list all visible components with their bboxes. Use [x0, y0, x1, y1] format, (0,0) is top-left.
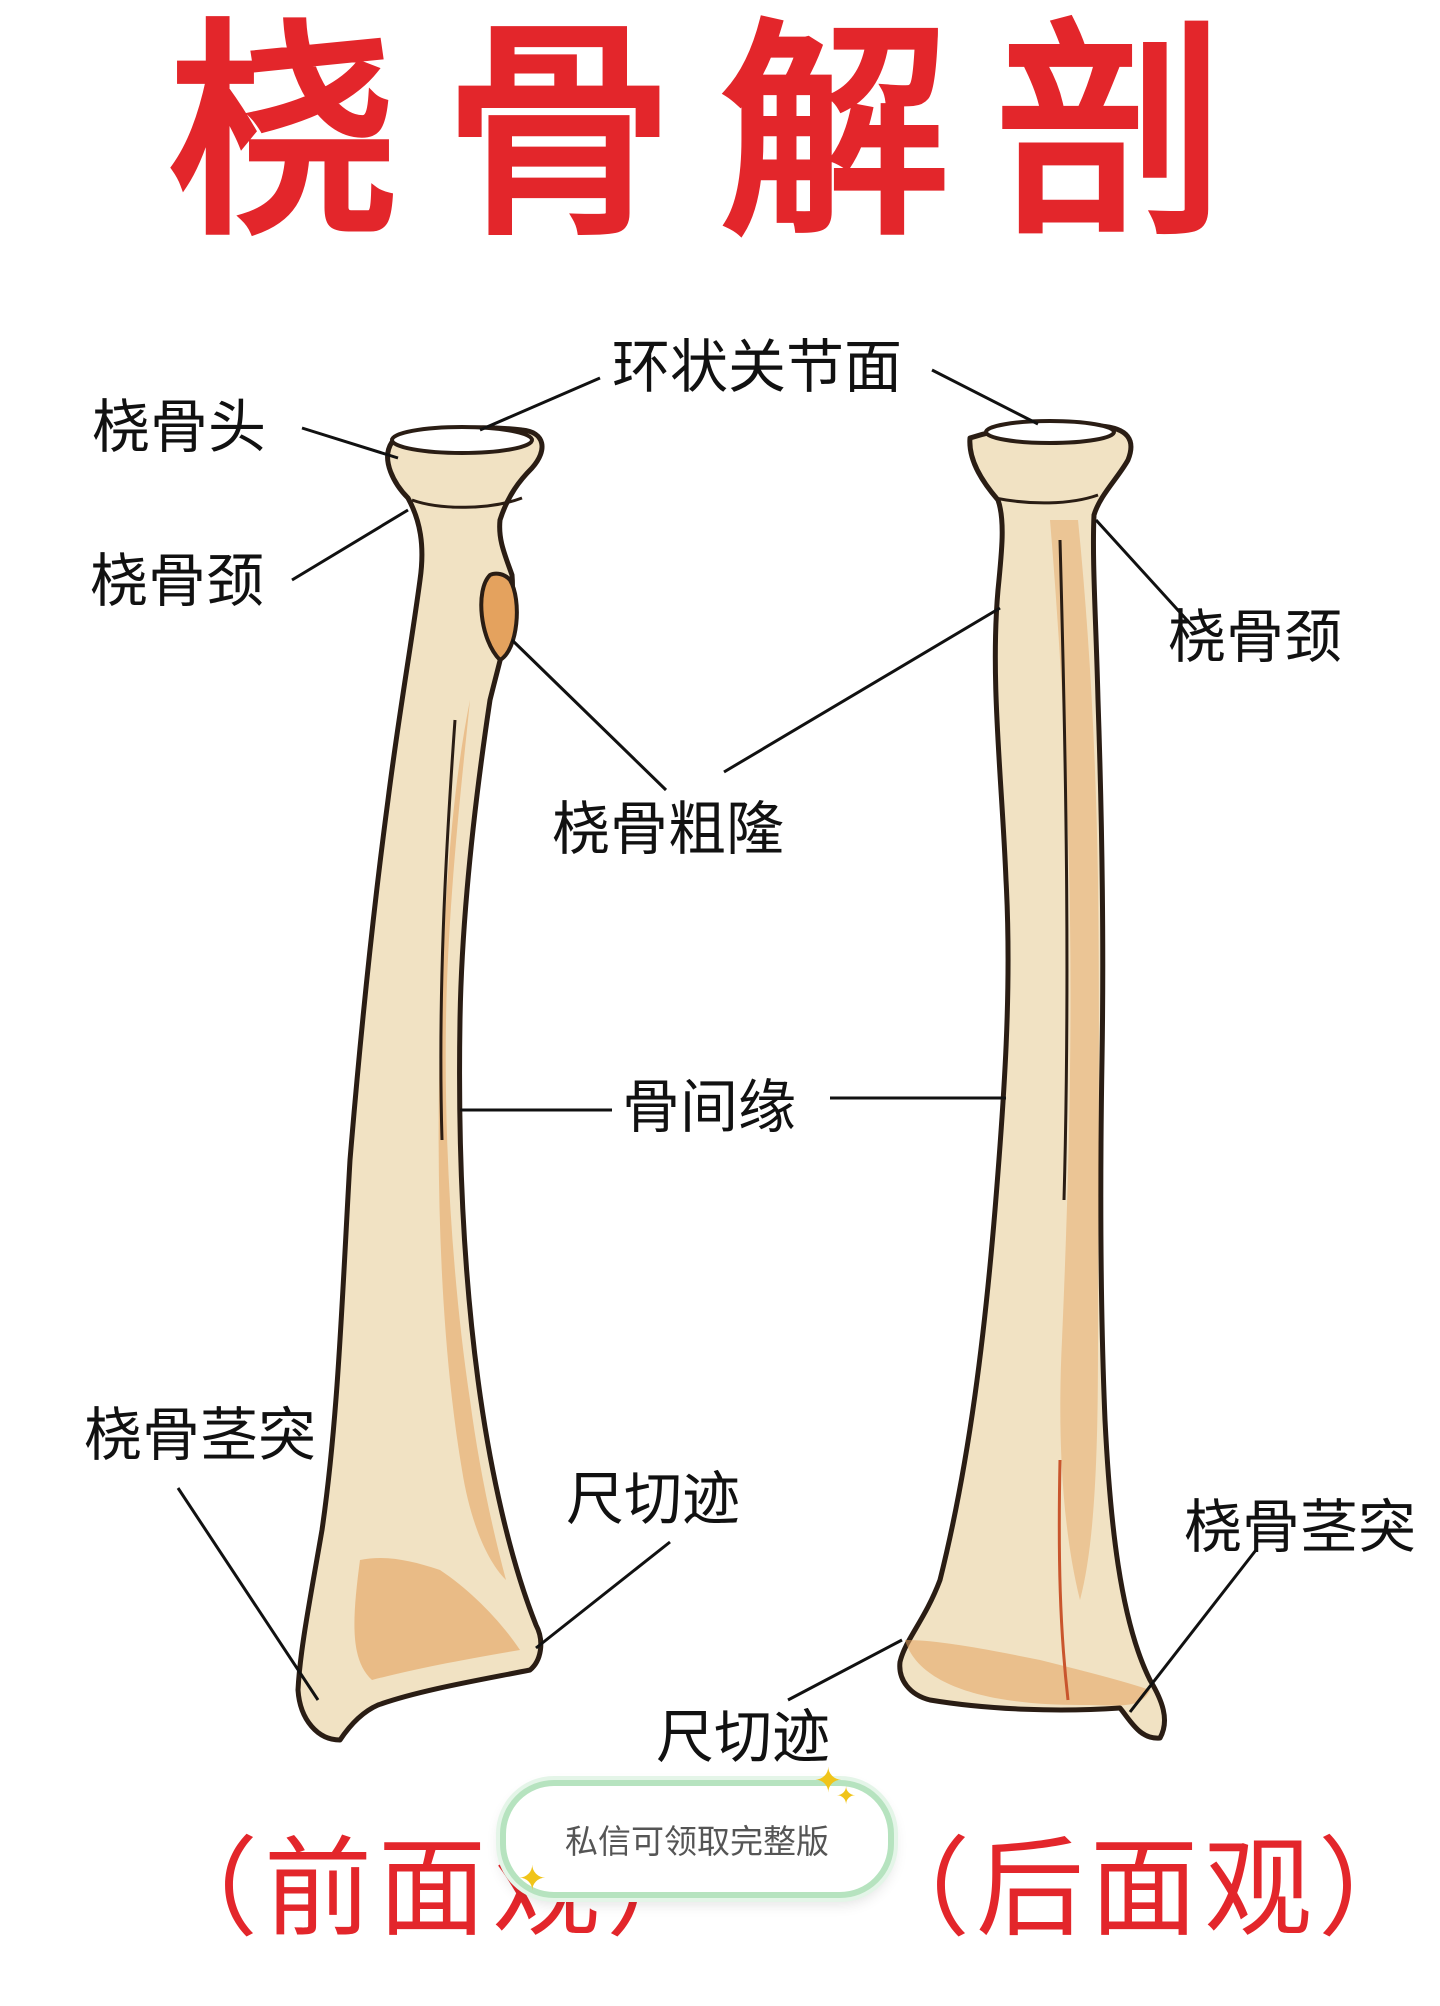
label-interosseous-border: 骨间缘: [622, 1073, 797, 1141]
radius-back-head-top: [984, 419, 1116, 445]
leader-lines: [176, 368, 1258, 1713]
label-ulnar-notch-left: 尺切迹: [566, 1465, 741, 1533]
radius-back-groove: [1057, 1459, 1070, 1701]
leader-notch-right: [787, 1638, 903, 1702]
sparkle-icon: ✦: [814, 1761, 843, 1801]
label-radial-neck-right: 桡骨颈: [1168, 603, 1343, 671]
label-ulnar-notch-right: 尺切迹: [656, 1703, 831, 1771]
radius-back-ridge: [1058, 539, 1069, 1201]
radius-tuberosity: [479, 571, 519, 663]
leader-annular-right: [931, 368, 1039, 426]
claim-full-version-button[interactable]: 私信可领取完整版: [500, 1780, 894, 1898]
label-styloid-left: 桡骨茎突: [84, 1401, 317, 1469]
radius-front-distal-shade: [354, 1558, 520, 1680]
radius-back-neck-line: [994, 493, 1099, 505]
leader-notch-left: [535, 1540, 671, 1650]
claim-full-version-text: 私信可领取完整版: [565, 1822, 829, 1861]
leader-tuberosity-left: [510, 638, 668, 792]
radius-front: [295, 425, 545, 1743]
radius-head-top: [390, 425, 534, 455]
view-back-label: （后面观）: [862, 1827, 1433, 1952]
radius-back-body: [897, 421, 1168, 1741]
sparkle-icon: ✦: [518, 1859, 547, 1899]
leader-neck-right: [1094, 518, 1198, 632]
leader-head: [301, 426, 399, 460]
leader-styloid-right: [1128, 1549, 1258, 1713]
leader-styloid-left: [176, 1487, 320, 1701]
leader-annular-left: [479, 376, 601, 432]
sparkle-icon: ✦: [836, 1782, 857, 1810]
label-radial-tuberosity: 桡骨粗隆: [552, 795, 785, 863]
label-radial-neck-left: 桡骨颈: [90, 547, 265, 615]
leader-neck-left: [291, 508, 409, 582]
radius-back-distal-shade: [905, 1640, 1150, 1706]
radius-front-ridge: [439, 719, 457, 1141]
radius-front-shade: [438, 700, 506, 1580]
label-annular-surface: 环状关节面: [612, 333, 903, 401]
radius-back-shade: [1050, 520, 1099, 1600]
label-styloid-right: 桡骨茎突: [1184, 1493, 1417, 1561]
leader-tuberosity-right: [723, 606, 1001, 774]
radius-front-body: [295, 425, 545, 1743]
radius-front-neck-line: [411, 496, 523, 509]
label-radial-head: 桡骨头: [92, 393, 267, 461]
page-title: 桡骨解剖: [168, 1, 1272, 268]
radius-back: [897, 419, 1168, 1741]
